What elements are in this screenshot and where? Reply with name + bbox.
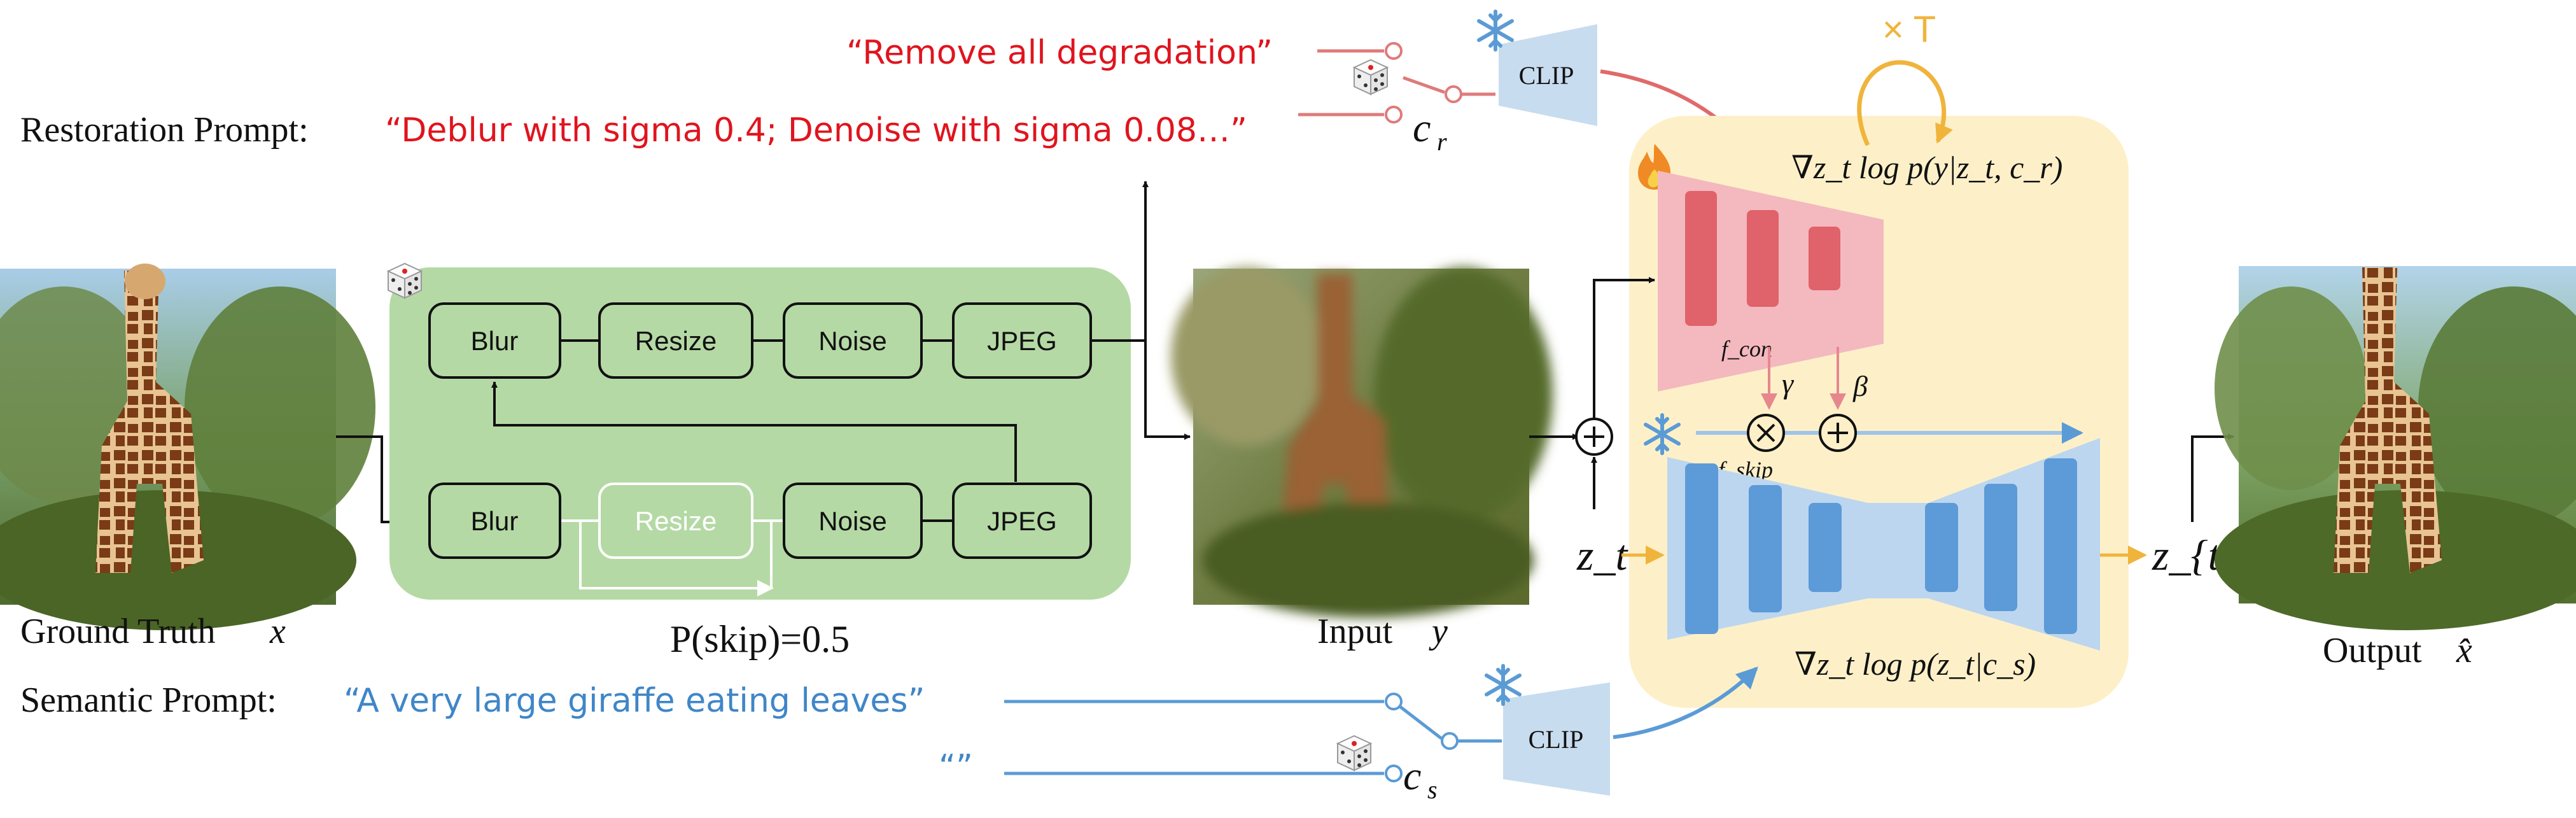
row1-blur-label: Blur xyxy=(471,326,519,356)
row2-blur-label: Blur xyxy=(471,506,519,536)
row2-blur-box xyxy=(428,483,561,559)
snowflake-icon xyxy=(1477,10,1514,52)
semantic-gradient-label: ∇z_t log p(z_t|c_s) xyxy=(1795,646,2036,682)
input-label: Input xyxy=(1317,612,1393,651)
encoder-block xyxy=(1685,191,1717,326)
unet-block xyxy=(1685,463,1718,634)
encoder-block xyxy=(1747,210,1779,307)
row1-jpeg-label: JPEG xyxy=(987,326,1057,356)
semantic-to-unet-arrow xyxy=(1613,666,1758,739)
switch-node-default xyxy=(1385,42,1403,60)
to-output-image-arrow xyxy=(2191,434,2234,522)
loop-arrow xyxy=(491,381,1017,482)
row1-resize-box xyxy=(598,302,753,379)
pipeline-to-input-arrow xyxy=(1091,339,1191,440)
row1-resize-label: Resize xyxy=(635,326,717,356)
multiply-symbol xyxy=(1756,423,1775,442)
row2-noise-box xyxy=(783,483,923,559)
dice-icon xyxy=(386,262,423,299)
switch-lever-bottom xyxy=(1399,705,1443,740)
row2-resize-label: Resize xyxy=(635,506,717,536)
semantic-prompt-label: Semantic Prompt: xyxy=(20,680,277,720)
input-image xyxy=(1171,267,1553,617)
skip-probability-label: P(skip)=0.5 xyxy=(670,618,850,660)
switch-node-empty xyxy=(1385,765,1403,782)
f-con-label: f_con xyxy=(1721,336,1772,362)
output-var: x̂ xyxy=(2456,631,2472,670)
dice-icon xyxy=(1336,735,1373,772)
restoration-condition-symbol: c xyxy=(1413,105,1431,150)
switch-node-out-bottom xyxy=(1441,732,1459,750)
zt-symbol: z_t xyxy=(1576,531,1628,579)
semantic-condition-sub: s xyxy=(1427,775,1438,804)
unet-block xyxy=(1984,484,2017,611)
unet-block xyxy=(2044,458,2077,634)
semantic-condition-symbol: c xyxy=(1403,753,1421,798)
switch-node-restoration xyxy=(1385,106,1403,123)
ground-truth-image xyxy=(0,264,375,630)
row1-noise-label: Noise xyxy=(818,326,886,356)
restoration-prompt-text: “Deblur with sigma 0.4; Denoise with sig… xyxy=(385,111,1247,150)
clip-box-bottom xyxy=(1503,682,1610,796)
clip-label-bottom: CLIP xyxy=(1529,725,1584,754)
conditional-gradient-label: ∇z_t log p(y|z_t, c_r) xyxy=(1791,150,2062,185)
switch-node-semantic xyxy=(1385,693,1403,710)
row2-resize-box-skipped xyxy=(598,483,753,559)
restoration-default-prompt: “Remove all degradation” xyxy=(846,34,1273,72)
encoder-block xyxy=(1809,227,1840,290)
clip-label-top: CLIP xyxy=(1519,61,1574,90)
row2-jpeg-label: JPEG xyxy=(987,506,1057,536)
add-to-encoder-arrow xyxy=(1593,277,1655,419)
row2-noise-label: Noise xyxy=(818,506,886,536)
gamma-label: γ xyxy=(1782,367,1795,400)
skip-bypass-arrow xyxy=(579,521,774,596)
output-label: Output xyxy=(2323,631,2422,670)
beta-label: β xyxy=(1852,370,1868,402)
switch-lever-top xyxy=(1403,76,1445,94)
output-image xyxy=(2215,266,2576,630)
repeat-label: × T xyxy=(1882,9,1936,50)
snowflake-icon xyxy=(1485,664,1522,706)
repeat-loop-arrow xyxy=(1857,60,1953,146)
row1-blur-box xyxy=(428,302,561,379)
unet-block xyxy=(1809,503,1842,592)
clip-box-top xyxy=(1499,24,1597,126)
dice-icon xyxy=(1352,59,1389,95)
degradation-panel xyxy=(389,267,1131,600)
ground-truth-label: Ground Truth xyxy=(20,612,216,651)
semantic-empty-prompt: “” xyxy=(939,748,973,786)
switch-node-out-top xyxy=(1445,85,1462,103)
restoration-condition-sub: r xyxy=(1437,127,1447,156)
row2-jpeg-box xyxy=(952,483,1092,559)
snowflake-icon xyxy=(1644,413,1681,455)
unet-block xyxy=(1749,485,1782,612)
row1-noise-box xyxy=(783,302,923,379)
restoration-prompt-label: Restoration Prompt: xyxy=(20,110,309,150)
semantic-prompt-text: “A very large giraffe eating leaves” xyxy=(344,682,925,720)
input-var: y xyxy=(1429,612,1448,651)
ground-truth-var: x xyxy=(269,612,286,651)
unet-block xyxy=(1925,503,1958,592)
